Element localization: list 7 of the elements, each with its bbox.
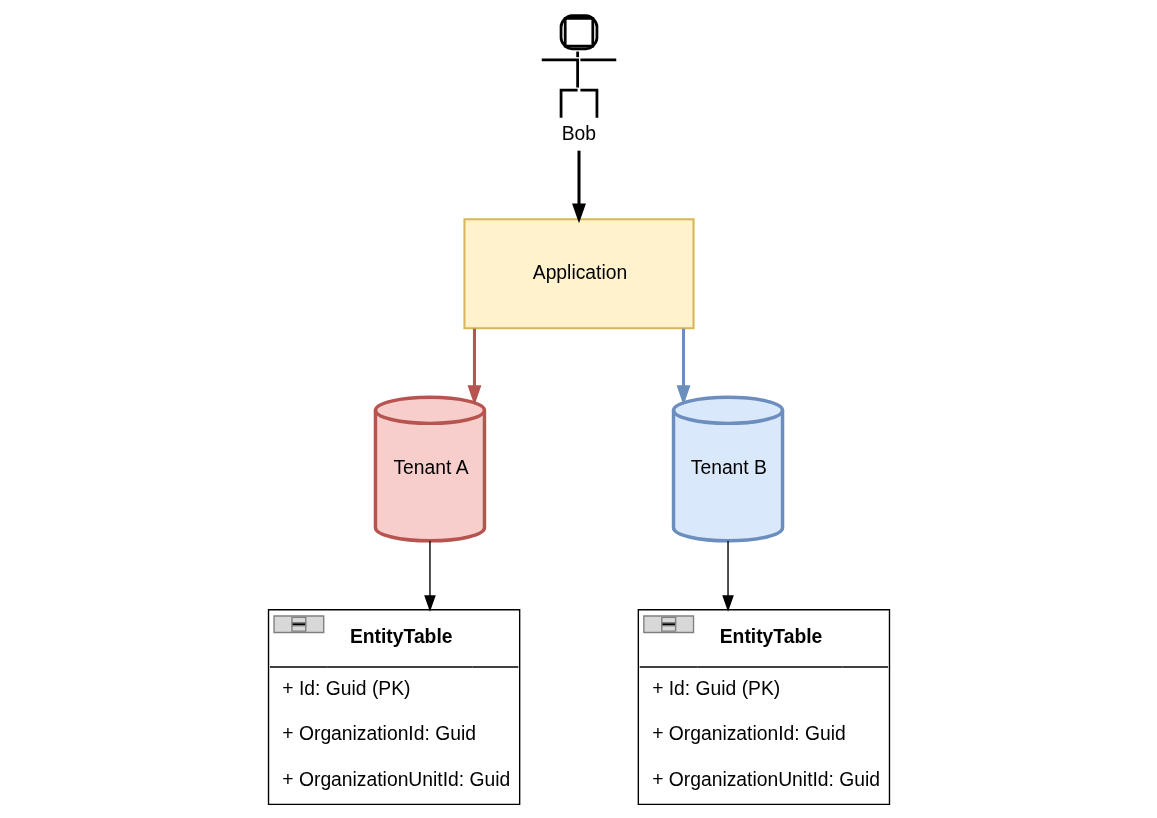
node-box: Application <box>462 218 695 330</box>
arrow <box>423 540 436 612</box>
arrow <box>467 328 481 406</box>
arrow <box>676 328 690 406</box>
arrow <box>721 540 734 612</box>
arrow <box>571 150 586 224</box>
node-label: Bob <box>561 123 596 145</box>
